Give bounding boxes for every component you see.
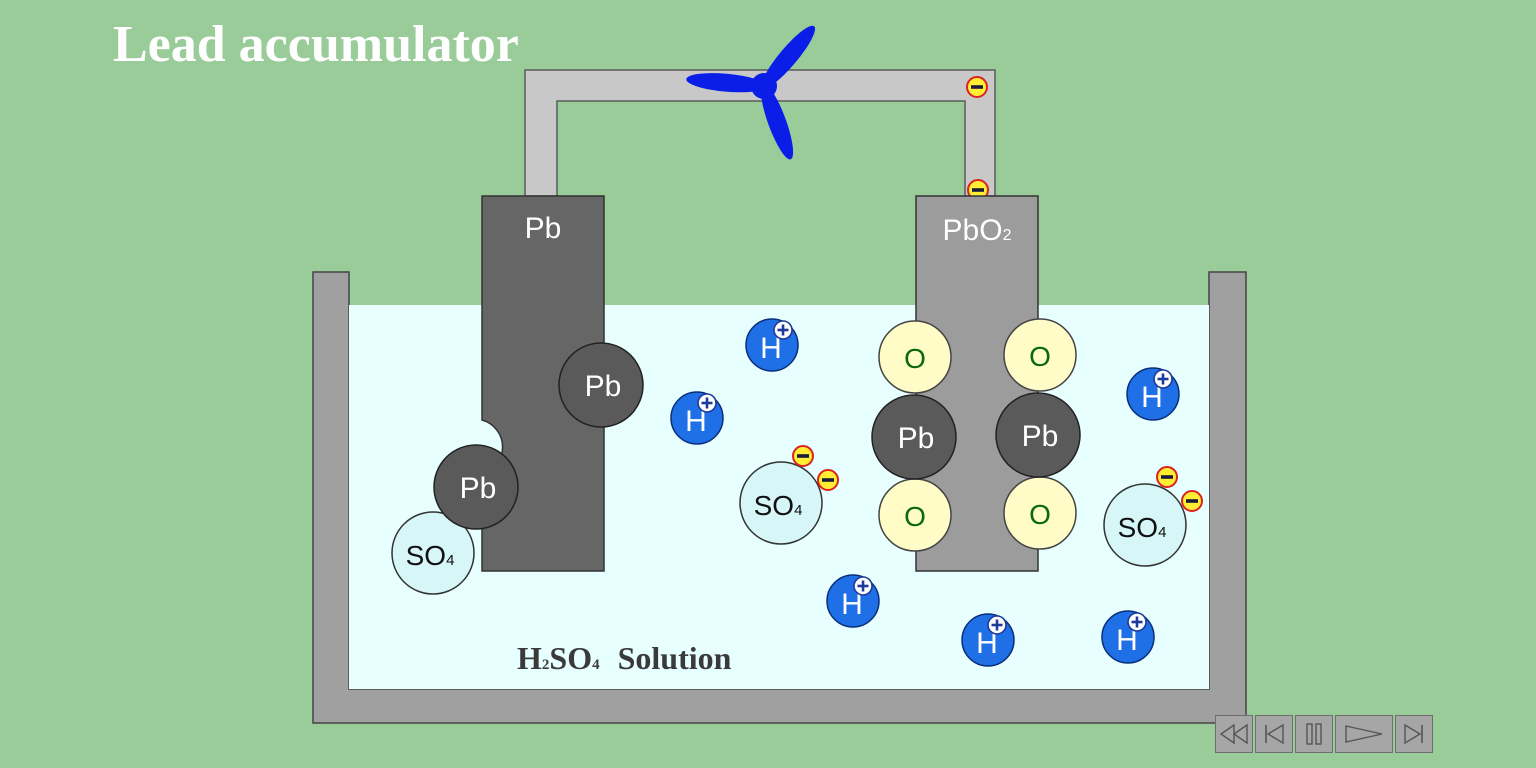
sulfate-ion: SO4 bbox=[1103, 483, 1187, 567]
play-icon bbox=[1345, 725, 1383, 743]
rewind-icon bbox=[1219, 723, 1248, 745]
hydrogen-ion: H bbox=[670, 391, 724, 445]
fan-icon bbox=[686, 25, 816, 160]
skip-start-icon bbox=[1265, 723, 1284, 745]
electron-icon bbox=[966, 76, 988, 98]
lead-dioxide-electrode-label: PbO2 bbox=[943, 214, 1012, 247]
sulfate-ion: SO4 bbox=[739, 461, 823, 545]
electron-icon bbox=[1181, 490, 1203, 512]
oxygen-atom: O bbox=[878, 478, 952, 552]
hydrogen-ion: H bbox=[745, 318, 799, 372]
svg-text:Pb: Pb bbox=[460, 472, 497, 505]
oxygen-atom: O bbox=[878, 320, 952, 394]
oxygen-atom: O bbox=[1003, 318, 1077, 392]
svg-text:Pb: Pb bbox=[898, 422, 935, 455]
hydrogen-ion: H bbox=[1101, 610, 1155, 664]
pause-button[interactable] bbox=[1295, 715, 1333, 753]
svg-text:O: O bbox=[904, 501, 926, 532]
electron-icon bbox=[1156, 466, 1178, 488]
playback-controls bbox=[1215, 715, 1433, 753]
skip-end-icon bbox=[1404, 723, 1423, 745]
last-button[interactable] bbox=[1395, 715, 1433, 753]
first-button[interactable] bbox=[1255, 715, 1293, 753]
svg-text:H: H bbox=[976, 627, 998, 660]
svg-text:SO4: SO4 bbox=[406, 540, 455, 571]
svg-text:H: H bbox=[1141, 381, 1163, 414]
svg-text:H: H bbox=[841, 588, 863, 621]
svg-text:H: H bbox=[760, 332, 782, 365]
electron-icon bbox=[792, 445, 814, 467]
electron-icon bbox=[817, 469, 839, 491]
sulfate-ion: SO4 bbox=[391, 511, 475, 595]
svg-text:O: O bbox=[904, 343, 926, 374]
svg-text:H: H bbox=[685, 405, 707, 438]
svg-text:SO4: SO4 bbox=[1118, 512, 1167, 543]
hydrogen-ion: H bbox=[826, 574, 880, 628]
svg-text:O: O bbox=[1029, 499, 1051, 530]
svg-text:O: O bbox=[1029, 341, 1051, 372]
pause-icon bbox=[1306, 723, 1322, 745]
lead-atom: Pb bbox=[558, 342, 644, 428]
lead-atom: Pb bbox=[433, 444, 519, 530]
lead-atom: Pb bbox=[871, 394, 957, 480]
lead-atom: Pb bbox=[995, 392, 1081, 478]
svg-text:H: H bbox=[1116, 624, 1138, 657]
oxygen-atom: O bbox=[1003, 476, 1077, 550]
svg-text:SO4: SO4 bbox=[754, 490, 803, 521]
svg-text:Pb: Pb bbox=[1022, 420, 1059, 453]
lead-electrode-label: Pb bbox=[525, 212, 562, 245]
hydrogen-ion: H bbox=[1126, 367, 1180, 421]
play-button[interactable] bbox=[1335, 715, 1393, 753]
page-title: Lead accumulator bbox=[113, 16, 519, 73]
hydrogen-ion: H bbox=[961, 613, 1015, 667]
rewind-button[interactable] bbox=[1215, 715, 1253, 753]
svg-text:Pb: Pb bbox=[585, 370, 622, 403]
